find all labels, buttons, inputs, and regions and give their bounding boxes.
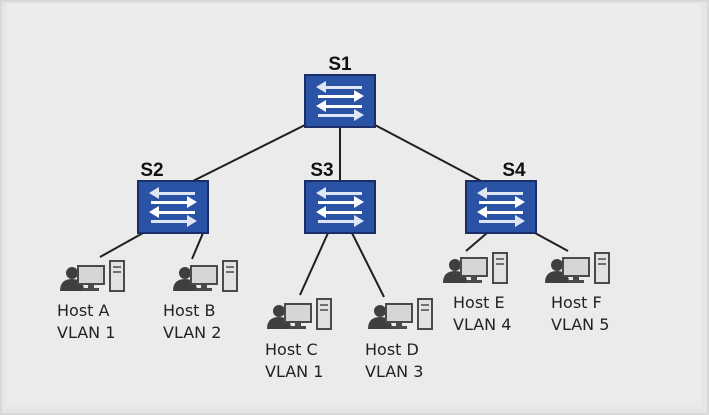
host-c[interactable]: Host C VLAN 1: [265, 298, 332, 381]
link-s3-c: [299, 232, 329, 296]
host-vlan-a: VLAN 1: [57, 323, 115, 342]
host-a[interactable]: Host A VLAN 1: [57, 260, 125, 342]
switch-label-s2: S2: [140, 160, 163, 181]
links-layer: [99, 124, 569, 298]
switch-icon: [465, 180, 537, 234]
link-s4-f: [534, 232, 569, 252]
host-vlan-f: VLAN 5: [551, 315, 609, 334]
link-s3-d: [351, 232, 385, 298]
link-s1-s2: [192, 124, 306, 182]
workstation-icon: [442, 252, 508, 284]
host-vlan-d: VLAN 3: [365, 362, 423, 381]
link-s2-a: [99, 232, 144, 258]
link-s4-e: [465, 232, 488, 252]
host-e[interactable]: Host E VLAN 4: [442, 252, 511, 334]
switch-s3[interactable]: S3: [304, 160, 376, 234]
workstation-icon: [266, 298, 332, 330]
switch-label-s3: S3: [310, 160, 333, 181]
host-f[interactable]: Host F VLAN 5: [544, 252, 610, 334]
host-vlan-b: VLAN 2: [163, 323, 221, 342]
host-name-b: Host B: [163, 301, 216, 320]
workstation-icon: [172, 260, 238, 292]
workstation-icon: [544, 252, 610, 284]
host-name-f: Host F: [551, 293, 602, 312]
link-s2-b: [191, 232, 204, 260]
switch-s1[interactable]: S1: [304, 54, 376, 128]
switch-icon: [304, 74, 376, 128]
host-name-c: Host C: [265, 340, 318, 359]
switch-label-s1: S1: [328, 54, 352, 75]
host-d[interactable]: Host D VLAN 3: [365, 298, 433, 381]
switch-s2[interactable]: S2: [137, 160, 209, 234]
host-name-a: Host A: [57, 301, 110, 320]
host-name-e: Host E: [453, 293, 505, 312]
workstation-icon: [59, 260, 125, 292]
switch-label-s4: S4: [502, 160, 526, 181]
workstation-icon: [367, 298, 433, 330]
switch-s4[interactable]: S4: [465, 160, 537, 234]
host-vlan-c: VLAN 1: [265, 362, 323, 381]
link-s1-s4: [374, 124, 482, 182]
host-vlan-e: VLAN 4: [453, 315, 511, 334]
switch-icon: [304, 180, 376, 234]
host-b[interactable]: Host B VLAN 2: [163, 260, 238, 342]
switch-icon: [137, 180, 209, 234]
host-name-d: Host D: [365, 340, 419, 359]
